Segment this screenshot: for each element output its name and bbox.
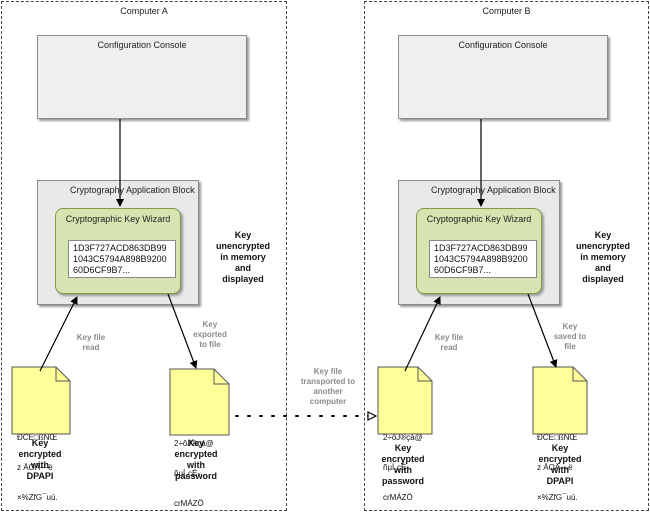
file-text-line: á xyxy=(17,403,22,412)
caption-line: encrypted xyxy=(538,454,582,464)
label-line: Key xyxy=(202,320,218,329)
label-line: another xyxy=(313,387,343,396)
note-line: in memory xyxy=(580,252,626,262)
note-line: displayed xyxy=(582,274,624,284)
file-text-line: ÐCE□ßÑŒ xyxy=(537,433,578,442)
caption-line: password xyxy=(381,476,424,486)
key-line: 1D3F727ACD863DB99 xyxy=(434,243,528,253)
computer-b-console-label: Configuration Console xyxy=(458,40,548,50)
caption-line: encrypted xyxy=(381,454,425,464)
caption-line: Key xyxy=(394,443,412,453)
file-text-line: á P# xyxy=(383,403,402,412)
label-line: Key file xyxy=(76,333,106,342)
label-line: Key file xyxy=(434,333,464,342)
label-line: Key xyxy=(562,322,578,331)
note-line: unencrypted xyxy=(215,241,270,251)
computer-a-memory-note: Key unencrypted in memory and displayed xyxy=(207,230,279,285)
computer-a-key-display: 1D3F727ACD863DB99 1043C5794A898B9200 60D… xyxy=(68,240,176,278)
file-text-line: ñµÍ¸cÉ- xyxy=(383,463,409,472)
computer-b-block-label: Cryptography Application Block xyxy=(431,185,556,195)
label-line: file xyxy=(564,342,576,351)
caption-line: encrypted xyxy=(174,449,218,459)
file-text-line: á P# xyxy=(174,409,193,418)
computer-b-wizard-label: Cryptographic Key Wizard xyxy=(426,214,532,224)
note-line: displayed xyxy=(222,274,264,284)
note-line: unencrypted xyxy=(575,241,630,251)
caption-line: with xyxy=(187,460,205,470)
computer-a-read-label: Key file read xyxy=(66,333,116,353)
computer-b-read-label: Key file read xyxy=(424,333,474,353)
key-line: 1043C5794A898B9200 xyxy=(73,254,167,264)
note-line: Key xyxy=(234,230,252,240)
computer-b-saved-label: Key saved to file xyxy=(548,322,592,352)
file-text-line: z ÄOÄ—ë xyxy=(537,463,573,472)
note-line: in memory xyxy=(220,252,266,262)
file-text-line: crMÁZÖ xyxy=(174,499,204,508)
label-line: to file xyxy=(199,340,221,349)
key-line: 60D6CF9B7... xyxy=(73,265,131,275)
computer-a-boundary: Computer A xyxy=(1,1,287,511)
note-line: and xyxy=(594,263,611,273)
computer-a-dpapi-caption: Key encrypted with DPAPI xyxy=(10,438,70,482)
note-line: Key xyxy=(594,230,612,240)
computer-a-title: Computer A xyxy=(120,6,168,16)
file-text-line: ×%ZfG¯uú. xyxy=(537,493,578,502)
label-line: read xyxy=(440,343,458,352)
computer-a-password-caption: Key encrypted with password xyxy=(166,438,226,482)
computer-a-console-label: Configuration Console xyxy=(97,40,187,50)
computer-a-configuration-console: Configuration Console xyxy=(37,35,247,119)
key-line: 1043C5794A898B9200 xyxy=(434,254,528,264)
label-line: transported to xyxy=(300,377,356,386)
file-text-line: crMÁZÖ xyxy=(383,493,413,502)
caption-line: DPAPI xyxy=(26,471,54,481)
computer-b-memory-note: Key unencrypted in memory and displayed xyxy=(567,230,639,285)
computer-b-key-display: 1D3F727ACD863DB99 1043C5794A898B9200 60D… xyxy=(429,240,537,278)
file-text-line: ÐCE□ßÑŒ xyxy=(17,433,58,442)
computer-b-boundary: Computer B xyxy=(364,1,649,511)
label-line: Key file xyxy=(313,367,343,376)
computer-b-password-caption: Key encrypted with password xyxy=(373,443,433,487)
label-line: computer xyxy=(309,397,347,406)
caption-line: with xyxy=(394,465,412,475)
computer-a-block-label: Cryptography Application Block xyxy=(70,185,195,195)
file-text-line: ñµÍ¸cÉ- xyxy=(174,469,200,478)
computer-a-key-wizard: Cryptographic Key Wizard 1D3F727ACD863DB… xyxy=(55,208,181,294)
note-line: and xyxy=(234,263,251,273)
computer-b-dpapi-caption: Key encrypted with DPAPI xyxy=(530,443,590,487)
file-text-line: z ÄOÄ—ë xyxy=(17,463,53,472)
label-line: exported xyxy=(193,330,227,339)
computer-b-key-wizard: Cryptographic Key Wizard 1D3F727ACD863DB… xyxy=(416,208,542,294)
caption-line: DPAPI xyxy=(546,476,574,486)
caption-line: encrypted xyxy=(18,449,62,459)
computer-a-wizard-label: Cryptographic Key Wizard xyxy=(65,214,171,224)
caption-line: with xyxy=(31,460,49,470)
computer-b-configuration-console: Configuration Console xyxy=(398,35,608,119)
key-line: 60D6CF9B7... xyxy=(434,265,492,275)
file-text-line: 2÷ôJ®çá@ xyxy=(383,433,423,442)
computer-b-title: Computer B xyxy=(482,6,531,16)
caption-line: password xyxy=(174,471,217,481)
caption-line: Key xyxy=(31,438,49,448)
caption-line: Key xyxy=(551,443,569,453)
transport-label: Key file transported to another computer xyxy=(291,367,365,407)
file-text-line: 2÷ôJ®çá@ xyxy=(174,439,214,448)
key-line: 1D3F727ACD863DB99 xyxy=(73,243,167,253)
label-line: read xyxy=(82,343,100,352)
caption-line: with xyxy=(551,465,569,475)
file-text-line: á xyxy=(537,403,542,412)
computer-a-export-label: Key exported to file xyxy=(188,320,232,350)
label-line: saved to xyxy=(553,332,587,341)
caption-line: Key xyxy=(187,438,205,448)
file-text-line: ×%ZfG¯uú. xyxy=(17,493,58,502)
